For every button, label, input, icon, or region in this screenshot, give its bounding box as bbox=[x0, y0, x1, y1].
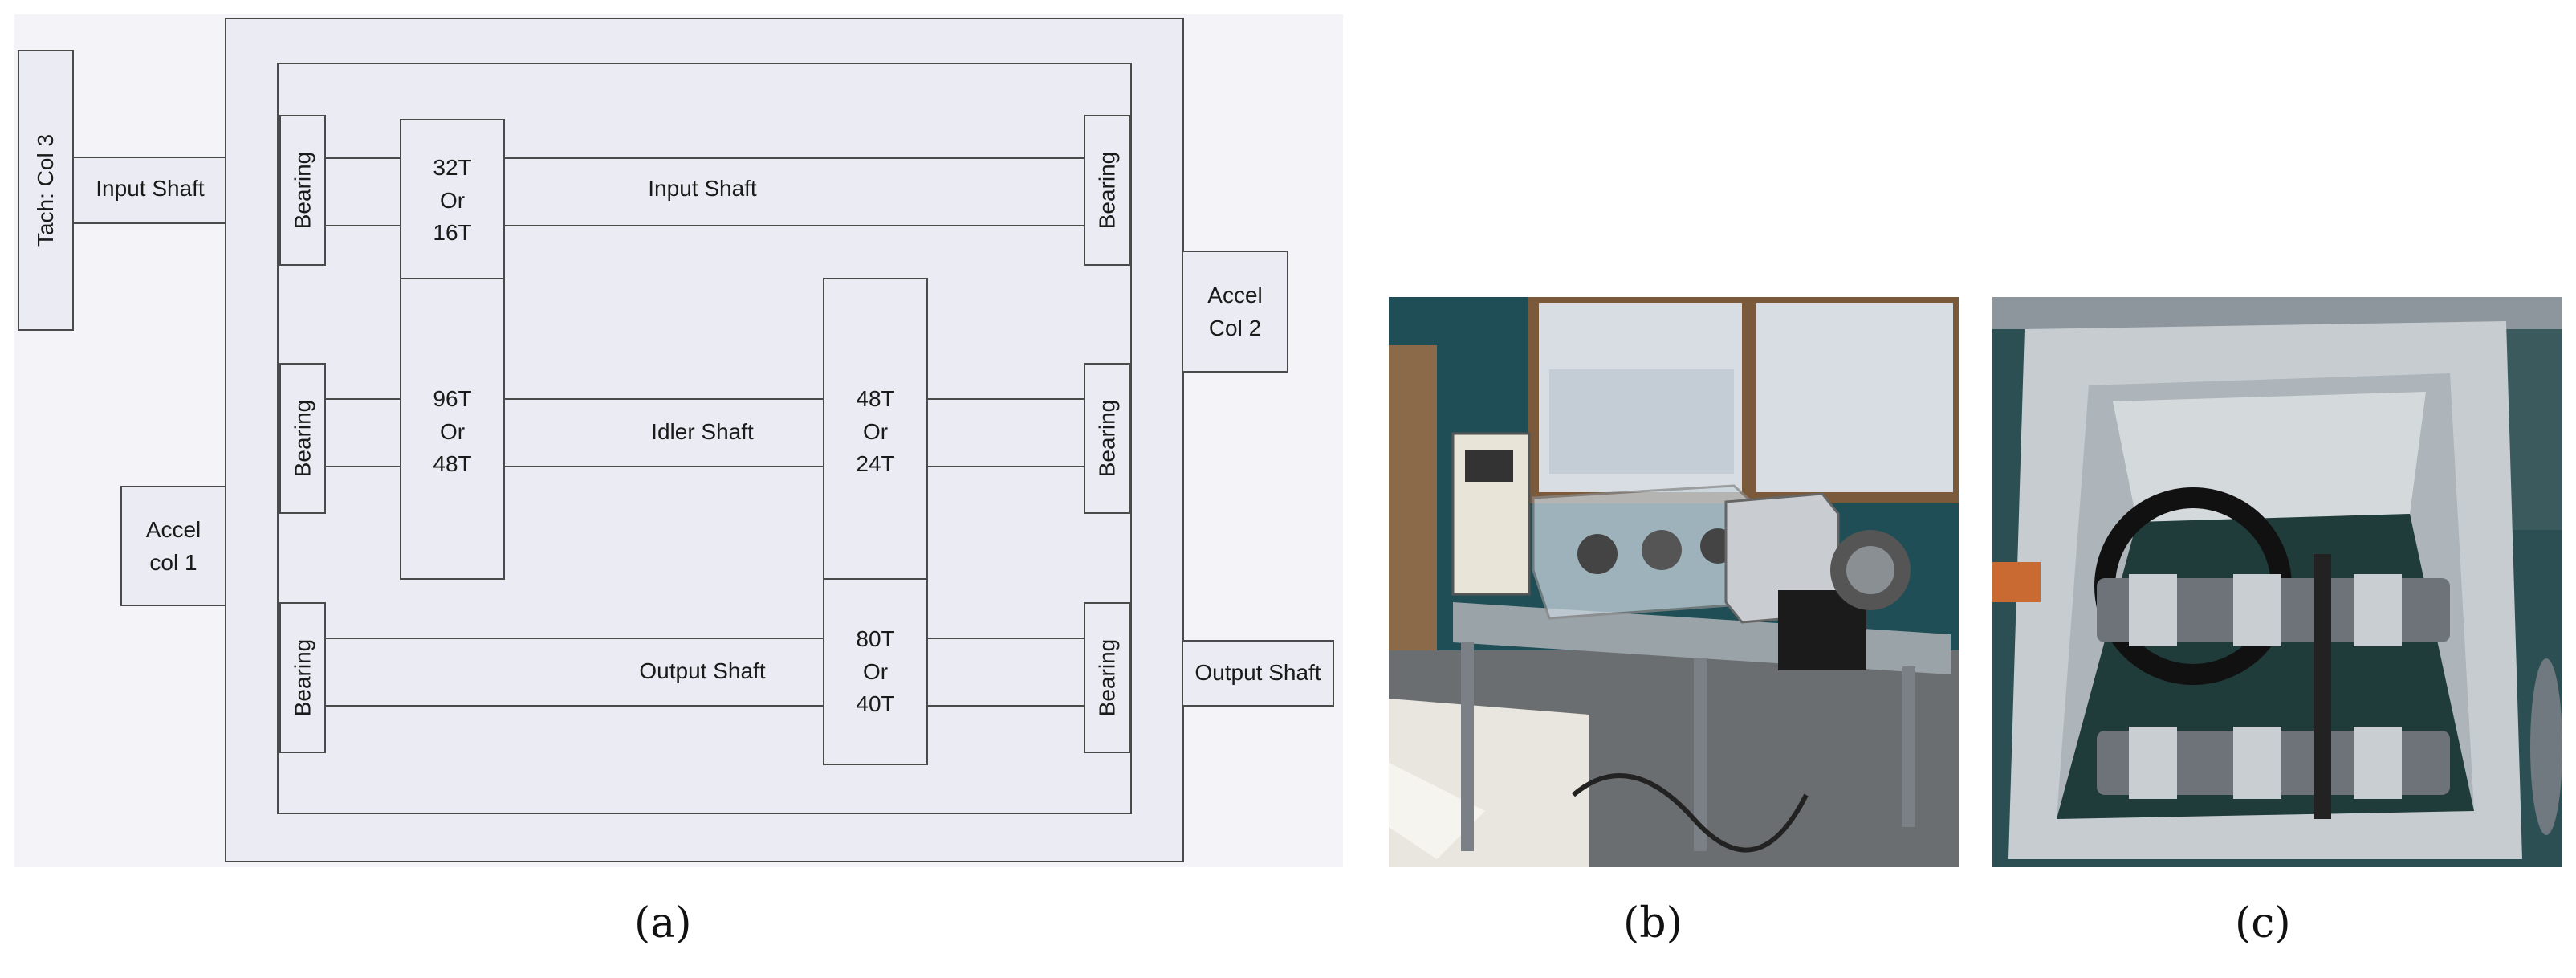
gear-teeth-alternate: 48T bbox=[433, 451, 472, 477]
bearing-output-left: Bearing bbox=[279, 602, 326, 753]
caption-a: (a) bbox=[634, 899, 692, 947]
gear-80t-40t bbox=[823, 578, 928, 765]
gear-teeth-alternate: 40T bbox=[856, 691, 895, 717]
accel-col-1-box bbox=[120, 486, 226, 606]
bearing-label: Bearing bbox=[290, 151, 315, 230]
caption-c: (c) bbox=[2235, 899, 2291, 947]
tach-label: Tach: Col 3 bbox=[33, 133, 59, 247]
bearing-input-right: Bearing bbox=[1084, 115, 1130, 266]
gear-teeth-alternate: 24T bbox=[856, 451, 895, 477]
output-shaft-label: Output Shaft bbox=[639, 658, 766, 683]
output-shaft-external bbox=[1182, 640, 1334, 707]
gear-or: Or bbox=[439, 187, 466, 213]
gear-or: Or bbox=[439, 418, 466, 444]
gear-48t-24t bbox=[823, 278, 928, 580]
gearbox-diagram: Tach: Col 3 Input Shaft Accel col 1 Acce… bbox=[0, 0, 1349, 867]
input-shaft-label: Input Shaft bbox=[648, 176, 757, 201]
tach-sensor-box: Tach: Col 3 bbox=[18, 50, 74, 331]
gearbox-interior-photo bbox=[1992, 297, 2562, 867]
bearing-label: Bearing bbox=[1094, 399, 1120, 478]
bearing-idler-right: Bearing bbox=[1084, 363, 1130, 514]
input-shaft-external-label: Input Shaft bbox=[96, 176, 205, 201]
gear-teeth-primary: 96T bbox=[433, 386, 472, 411]
bearing-output-right: Bearing bbox=[1084, 602, 1130, 753]
gear-80t-40t-label: 80T Or 40T bbox=[823, 623, 928, 721]
accel-col-1-line-2: col 1 bbox=[149, 549, 197, 575]
gear-32t-16t bbox=[400, 119, 505, 279]
gear-96t-48t-label: 96T Or 48T bbox=[400, 383, 505, 481]
accel-col-2-box bbox=[1182, 251, 1288, 373]
gear-or: Or bbox=[862, 418, 889, 444]
accel-col-2-label: Accel Col 2 bbox=[1182, 279, 1288, 344]
accel-col-1-label: Accel col 1 bbox=[120, 514, 226, 579]
gear-48t-24t-label: 48T Or 24T bbox=[823, 383, 928, 481]
bearing-label: Bearing bbox=[1094, 638, 1120, 717]
accel-col-1-line-1: Accel bbox=[145, 517, 201, 542]
gear-teeth-primary: 80T bbox=[856, 626, 895, 651]
gear-or: Or bbox=[862, 658, 889, 684]
accel-col-2-line-2: Col 2 bbox=[1208, 315, 1262, 340]
gear-teeth-primary: 32T bbox=[433, 155, 472, 180]
caption-b: (b) bbox=[1623, 899, 1683, 947]
output-shaft-external-label: Output Shaft bbox=[1194, 660, 1321, 685]
input-shaft-external bbox=[72, 157, 229, 224]
gear-teeth-primary: 48T bbox=[856, 386, 895, 411]
output-shaft-bar bbox=[319, 638, 1090, 707]
bearing-label: Bearing bbox=[290, 638, 315, 717]
gear-32t-16t-label: 32T Or 16T bbox=[400, 152, 505, 250]
gear-teeth-alternate: 16T bbox=[433, 220, 472, 246]
accel-col-2-line-1: Accel bbox=[1207, 283, 1263, 308]
gear-96t-48t bbox=[400, 278, 505, 580]
test-bench-photo bbox=[1389, 297, 1959, 867]
bearing-idler-left: Bearing bbox=[279, 363, 326, 514]
bearing-label: Bearing bbox=[1094, 151, 1120, 230]
bearing-input-left: Bearing bbox=[279, 115, 326, 266]
bearing-label: Bearing bbox=[290, 399, 315, 478]
idler-shaft-label: Idler Shaft bbox=[651, 419, 754, 444]
